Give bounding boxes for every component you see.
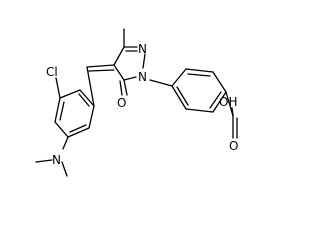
ketone-oxygen-atom-label: O	[117, 96, 126, 110]
bond	[62, 136, 69, 150]
bond	[113, 64, 125, 81]
bond	[187, 73, 211, 77]
carboxyl-oxygen-atom-label: O	[229, 139, 238, 153]
bond	[185, 108, 214, 113]
bond	[225, 91, 234, 117]
bond	[78, 93, 90, 107]
bond	[185, 68, 214, 73]
bond	[55, 77, 61, 99]
bond	[123, 79, 128, 96]
bond	[54, 97, 61, 123]
bond	[69, 124, 87, 133]
pyrazole-n1-atom-label: N	[138, 70, 147, 84]
carboxyl-hydroxyl-label: OH	[219, 95, 237, 109]
bond	[209, 91, 222, 109]
bond	[171, 68, 187, 87]
bond	[79, 89, 95, 107]
bond	[88, 105, 95, 129]
bond	[35, 159, 53, 163]
bond	[142, 53, 146, 69]
bond	[149, 79, 173, 87]
pyrazole-n2-atom-label: N	[138, 42, 147, 56]
bond	[86, 64, 115, 68]
bond	[59, 101, 65, 121]
bond	[119, 80, 123, 96]
bond	[171, 85, 187, 110]
bond	[212, 91, 227, 113]
bond	[176, 86, 189, 106]
bond	[123, 76, 137, 81]
molecule-drawing: Cl N N O N OH O	[35, 28, 238, 177]
bond	[67, 127, 90, 138]
bond	[61, 161, 68, 177]
bond	[231, 107, 234, 117]
amine-nitrogen-atom-label: N	[52, 153, 61, 167]
bond	[113, 46, 125, 66]
atom-labels: Cl N N O N OH O	[46, 42, 238, 167]
bond	[212, 71, 227, 93]
bond	[88, 69, 115, 72]
bond	[86, 66, 95, 107]
chlorine-atom-label: Cl	[46, 65, 58, 79]
bond	[59, 89, 81, 99]
bond	[54, 121, 69, 138]
structure-canvas: Cl N N O N OH O	[35, 28, 239, 177]
bonds	[35, 28, 238, 177]
